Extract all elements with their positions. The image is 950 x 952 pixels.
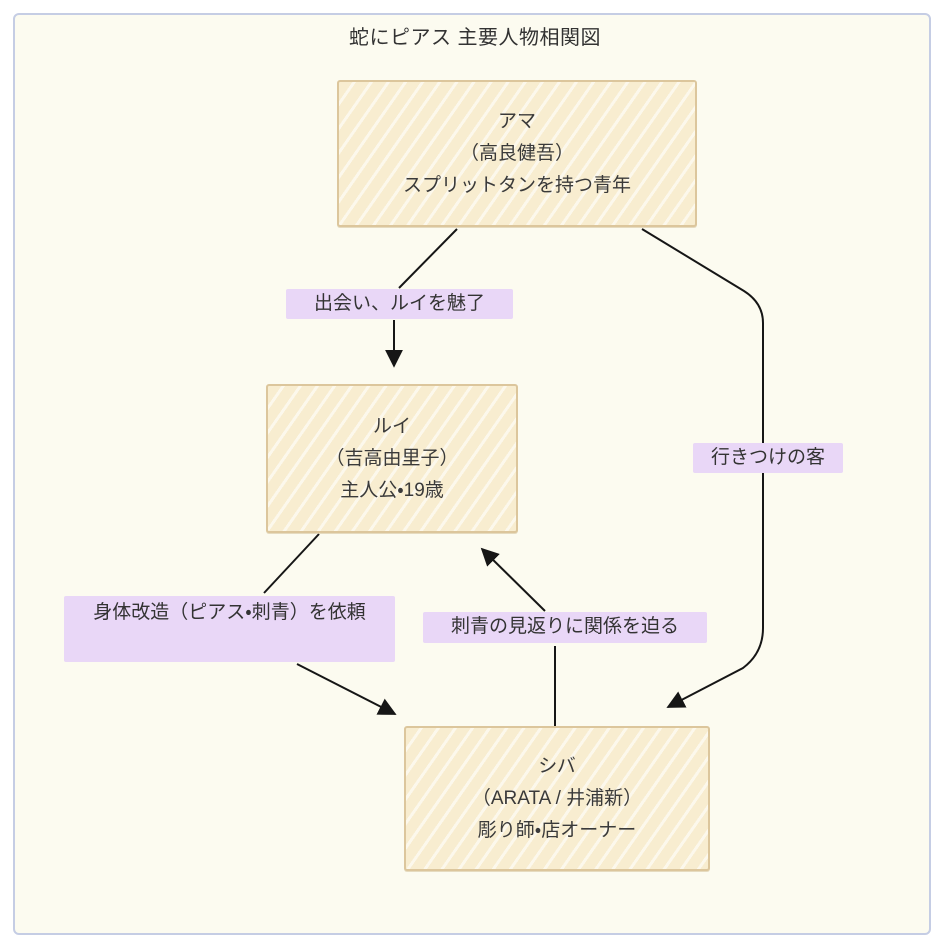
node-shiba-desc: 彫り師・店オーナー bbox=[477, 819, 637, 841]
edge-ama-shiba bbox=[641, 228, 764, 708]
node-rui: ルイ （吉高由里子） 主人公・19歳 bbox=[266, 384, 518, 533]
node-shiba-actor: （ARATA / 井浦新） bbox=[471, 787, 643, 809]
edge-ama-rui bbox=[385, 228, 458, 368]
node-rui-actor: （吉高由里子） bbox=[325, 447, 459, 469]
edge-label-rui-shiba: 身体改造（ピアス・刺青）を依頼 bbox=[64, 596, 395, 662]
edge-shiba-rui bbox=[480, 547, 556, 726]
edge-label-ama-shiba: 行きつけの客 bbox=[693, 443, 843, 473]
node-ama-name: アマ bbox=[497, 110, 536, 132]
edge-label-ama-rui: 出会い、ルイを魅了 bbox=[286, 289, 513, 319]
node-shiba-name: シバ bbox=[538, 755, 576, 777]
edge-label-shiba-rui: 刺青の見返りに関係を迫る bbox=[423, 612, 707, 643]
node-shiba: シバ （ARATA / 井浦新） 彫り師・店オーナー bbox=[404, 726, 710, 871]
node-rui-desc: 主人公・19歳 bbox=[340, 479, 444, 501]
node-rui-name: ルイ bbox=[372, 415, 411, 437]
diagram-title: 蛇にピアス 主要人物相関図 bbox=[348, 27, 602, 49]
edge-rui-shiba bbox=[263, 533, 397, 715]
node-ama-desc: スプリットタンを持つ青年 bbox=[402, 174, 631, 196]
node-ama-actor: （高良健吾） bbox=[459, 142, 574, 164]
node-ama: アマ （高良健吾） スプリットタンを持つ青年 bbox=[337, 80, 697, 227]
